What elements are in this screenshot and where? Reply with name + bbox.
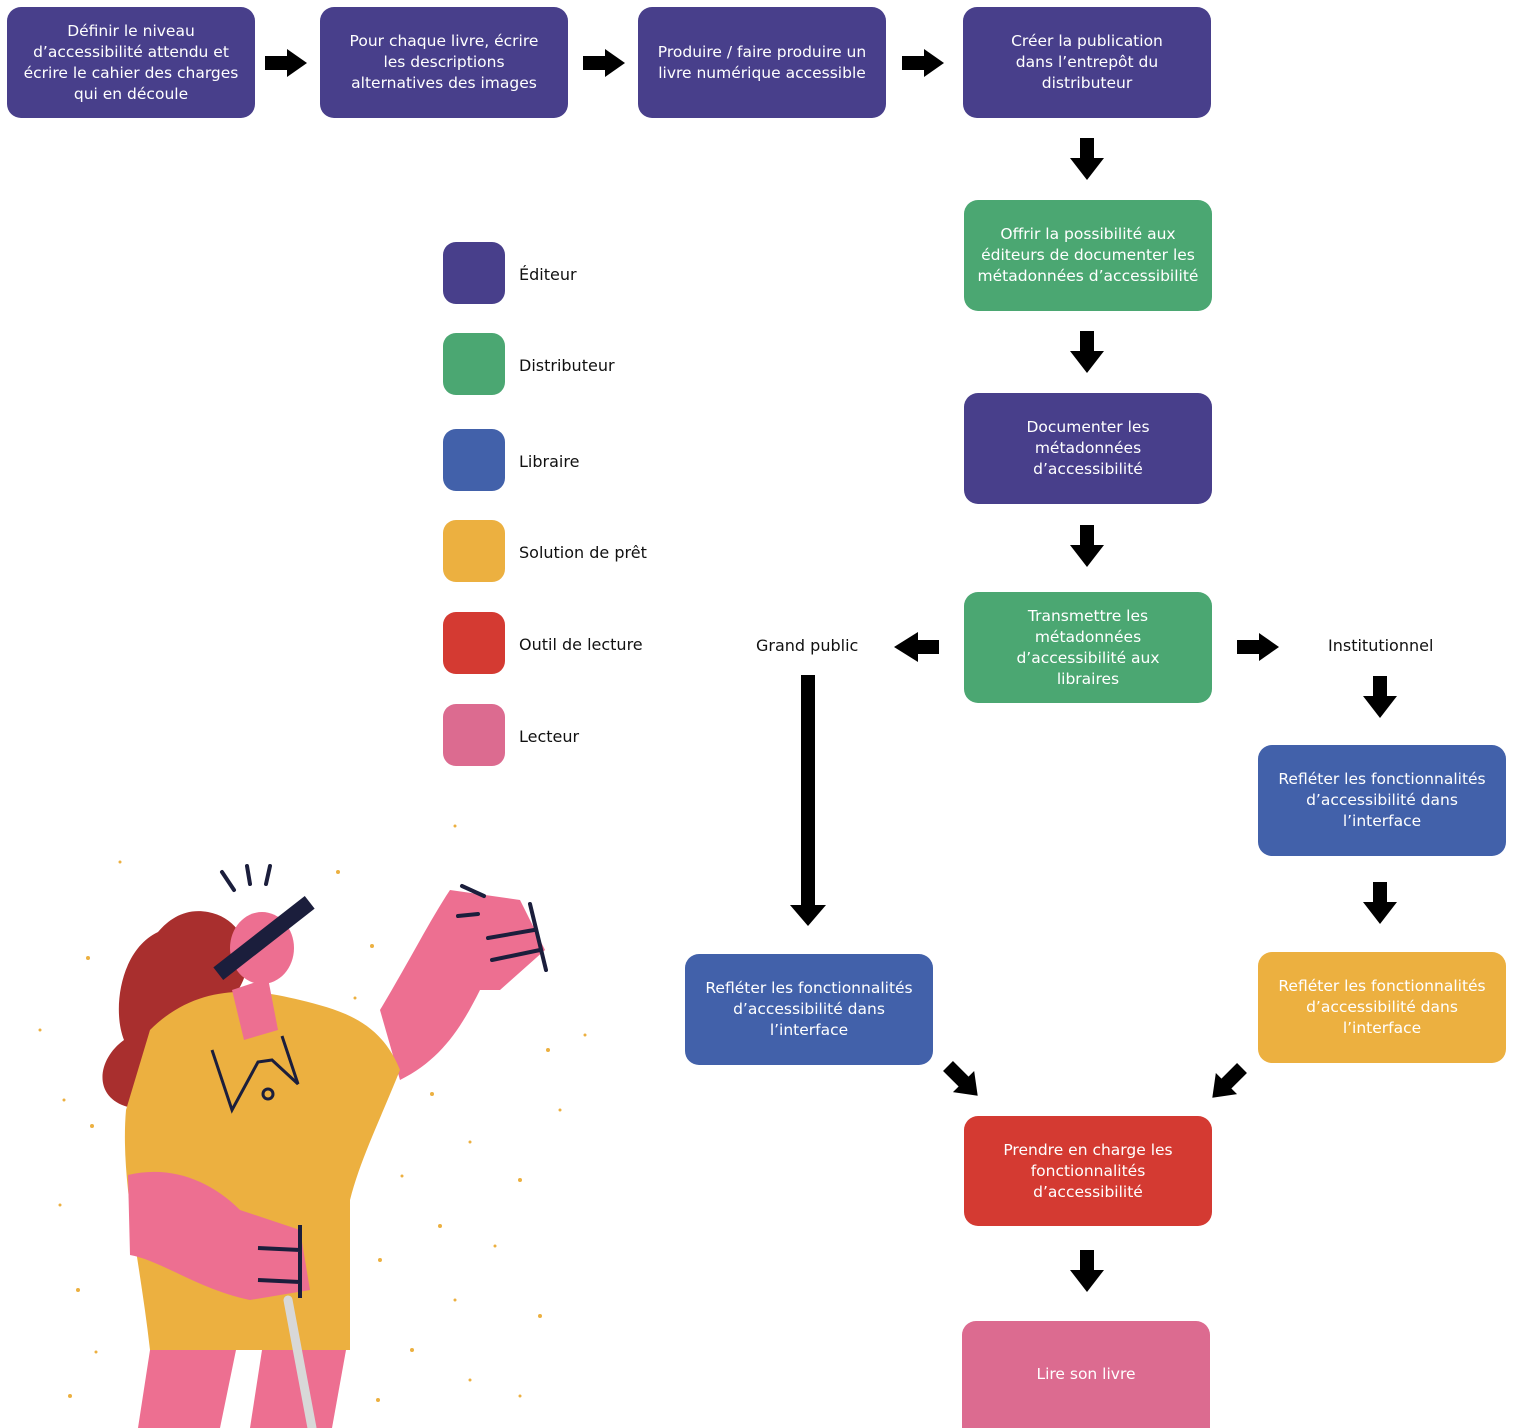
legend-swatch-outil-lecture [443, 612, 505, 674]
legend-label-solution-pret: Solution de prêt [519, 543, 647, 562]
speckles [38, 824, 587, 1402]
step-8: Prendre en charge les fonctionnalités d’… [964, 1116, 1212, 1226]
branch-label-grand-public: Grand public [756, 636, 859, 655]
institutionnel-interface-box-pret: Refléter les fonctionnalités d’accessibi… [1258, 952, 1506, 1063]
arrow-down-long [790, 675, 826, 926]
arrow-left-grand-public [894, 632, 939, 662]
legend-swatch-solution-pret [443, 520, 505, 582]
arrow-diagonal-left [943, 1061, 978, 1096]
grand-public-interface-box: Refléter les fonctionnalités d’accessibi… [685, 954, 933, 1065]
legend-swatch-libraire [443, 429, 505, 491]
step-3: Produire / faire produire un livre numér… [638, 7, 886, 118]
step-5: Offrir la possibilité aux éditeurs de do… [964, 200, 1212, 311]
legend-label-editeur: Éditeur [519, 265, 577, 284]
arrow-diagonal-right [1212, 1063, 1247, 1098]
step-9: Lire son livre [962, 1321, 1210, 1428]
legend-label-libraire: Libraire [519, 452, 580, 471]
legend-swatch-lecteur [443, 704, 505, 766]
branch-label-institutionnel: Institutionnel [1328, 636, 1434, 655]
step-1: Définir le niveau d’accessibilité attend… [7, 7, 255, 118]
institutionnel-interface-box-libraire: Refléter les fonctionnalités d’accessibi… [1258, 745, 1506, 856]
legend-label-outil-lecture: Outil de lecture [519, 635, 643, 654]
step-7: Transmettre les métadonnées d’accessibil… [964, 592, 1212, 703]
step-6: Documenter les métadonnées d’accessibili… [964, 393, 1212, 504]
legend-swatch-editeur [443, 242, 505, 304]
legend-label-distributeur: Distributeur [519, 356, 615, 375]
step-2: Pour chaque livre, écrire les descriptio… [320, 7, 568, 118]
legend-label-lecteur: Lecteur [519, 727, 580, 746]
step-4: Créer la publication dans l’entrepôt du … [963, 7, 1211, 118]
legend-swatch-distributeur [443, 333, 505, 395]
